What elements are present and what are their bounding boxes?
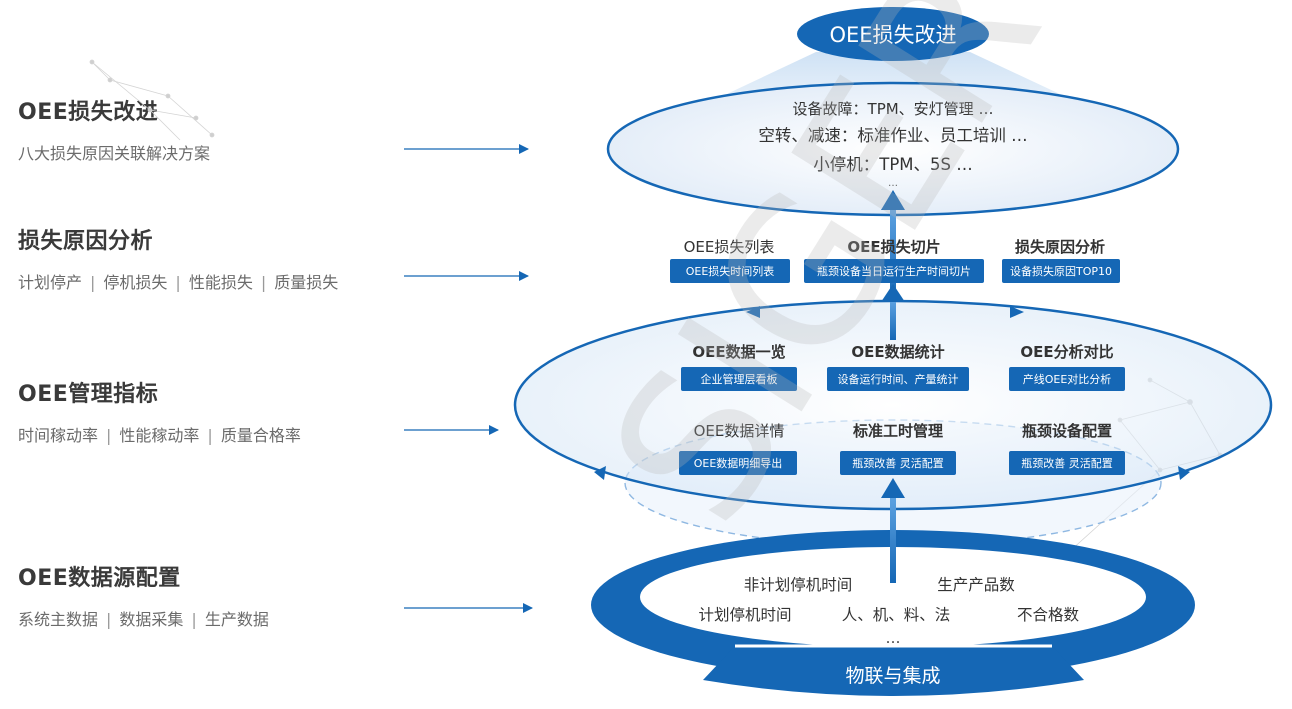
top-ellipsis: … [888,178,898,189]
analysis-tag-label: 瓶颈设备当日运行生产时间切片 [817,264,971,278]
left-item: 系统主数据 [18,610,99,629]
left-title-source: OEE数据源配置 [18,566,181,591]
left-section-analysis: 损失原因分析 计划停产 | 停机损失 | 性能损失 | 质量损失 [18,223,338,293]
metric-tag-label: 企业管理层看板 [701,372,778,386]
metric-tag-label: 设备运行时间、产量统计 [838,372,959,386]
metric-title: 瓶颈设备配置 [1022,422,1112,440]
top-line-2: 空转、减速：标准作业、员工培训 … [758,126,1027,145]
left-item: 八大损失原因关联解决方案 [18,144,211,163]
left-item: 计划停产 [18,273,83,292]
separator: | [191,610,197,629]
top-line-3: 小停机：TPM、5S … [813,155,972,174]
metrics-row-2: OEE数据详情 OEE数据明细导出 标准工时管理 瓶颈改善 灵活配置 瓶颈设备配… [679,422,1125,475]
left-section-metrics: OEE管理指标 时间稼动率 | 性能稼动率 | 质量合格率 [18,376,301,446]
left-item: 数据采集 [119,610,184,629]
bottom-band [703,646,1084,696]
left-sub-metrics: 时间稼动率 | 性能稼动率 | 质量合格率 [18,422,301,446]
left-sub-improve: 八大损失原因关联解决方案 [18,140,210,164]
separator: | [175,273,181,292]
source-ellipsis: … [886,629,901,647]
metric-title: OEE数据一览 [692,343,785,361]
source-row2-b: 人、机、料、法 [842,606,951,624]
source-row1-a: 非计划停机时间 [744,576,853,594]
analysis-tag [1002,259,1120,283]
left-item: 性能稼动率 [119,426,200,445]
analysis-tag [670,259,790,283]
analysis-title: 损失原因分析 [1015,238,1105,256]
ellipse-arrow-right [1178,466,1190,480]
source-row2-a: 计划停机时间 [698,606,791,624]
separator: | [260,273,267,292]
metric-title: OEE数据详情 [694,422,785,440]
left-item: 停机损失 [103,273,168,292]
analysis-tag [804,259,984,283]
top-line-1: 设备故障：TPM、安灯管理 … [793,100,994,118]
metric-tag-label: OEE数据明细导出 [694,456,783,470]
left-arrows [404,144,533,613]
up-arrow-shaft-bottom [890,495,896,583]
ellipse-arrow-top-right [1010,306,1024,318]
up-arrow-head-mid [881,284,905,302]
analysis-row: OEE损失列表 OEE损失时间列表 OEE损失切片 瓶颈设备当日运行生产时间切片… [670,238,1120,283]
left-item: 时间稼动率 [18,426,99,445]
analysis-title: OEE损失列表 [684,238,775,256]
left-section-improve: OEE损失改进 八大损失原因关联解决方案 [18,94,210,164]
analysis-tag-label: 设备损失原因TOP10 [1010,264,1112,278]
source-row1-b: 生产产品数 [937,576,1015,594]
metric-tag [681,367,797,391]
metric-tag-label: 瓶颈改善 灵活配置 [852,456,944,470]
top-badge-label: OEE损失改进 [829,23,956,47]
source-row2-c: 不合格数 [1017,606,1080,624]
metric-tag-label: 产线OEE对比分析 [1023,372,1112,386]
metric-tag [1009,367,1125,391]
metric-tag [679,451,797,475]
ellipse-arrow-left [594,466,606,480]
metric-tag [840,451,956,475]
metric-title: 标准工时管理 [852,422,943,440]
ellipse-arrow-top-left [746,306,760,318]
left-item: 性能损失 [188,273,253,292]
left-sub-analysis: 计划停产 | 停机损失 | 性能损失 | 质量损失 [18,269,338,293]
metric-tag [1009,451,1125,475]
left-sub-source: 系统主数据 | 数据采集 | 生产数据 [18,606,269,630]
separator: | [106,610,112,629]
separator: | [90,273,96,292]
metric-tag-label: 瓶颈改善 灵活配置 [1021,456,1113,470]
left-title-analysis: 损失原因分析 [18,229,154,254]
metric-title: OEE分析对比 [1020,343,1113,361]
metric-title: OEE数据统计 [851,343,944,361]
separator: | [207,426,213,445]
analysis-title: OEE损失切片 [847,238,940,256]
left-item: 质量损失 [274,273,339,292]
analysis-tag-label: OEE损失时间列表 [686,264,775,278]
up-arrow-shaft-mid [890,300,896,340]
metric-tag [827,367,969,391]
up-arrow-head-bottom [881,478,905,498]
left-section-source: OEE数据源配置 系统主数据 | 数据采集 | 生产数据 [18,560,269,630]
metrics-row-1: OEE数据一览 企业管理层看板 OEE数据统计 设备运行时间、产量统计 OEE分… [681,343,1125,391]
separator: | [106,426,112,445]
top-badge [797,7,989,61]
bottom-ring-inner [640,547,1146,647]
left-title-metrics: OEE管理指标 [18,382,159,407]
left-item: 质量合格率 [220,426,301,445]
up-arrow-shaft-top [890,206,896,300]
network-decoration-left [89,59,215,141]
up-arrow-head-top [881,190,905,210]
bottom-band-label: 物联与集成 [845,665,940,687]
left-title-improve: OEE损失改进 [18,100,159,125]
left-item: 生产数据 [204,610,269,629]
